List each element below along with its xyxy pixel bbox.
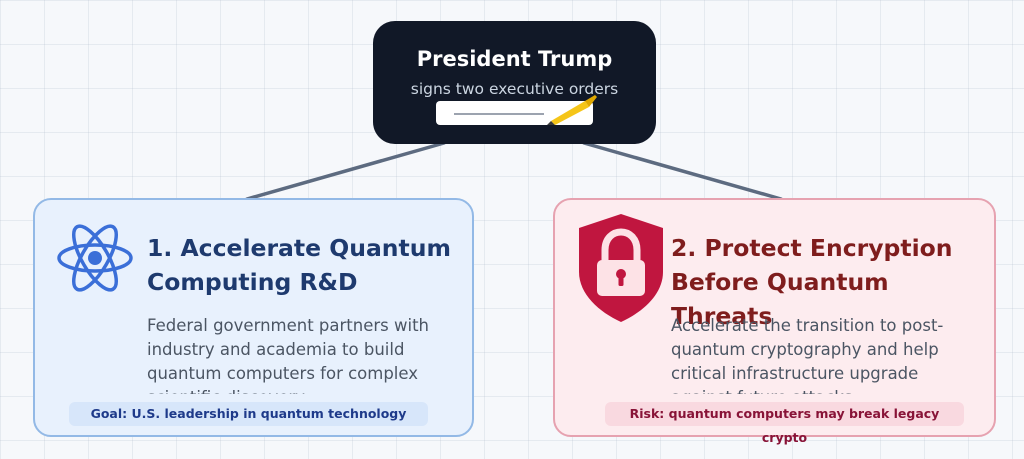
card-description: Accelerate the transition to post-quantu… — [671, 316, 944, 394]
card-quantum-rd: 1. Accelerate Quantum Computing R&D Fede… — [33, 198, 474, 437]
card-title: 1. Accelerate Quantum Computing R&D — [147, 234, 451, 296]
pen-icon — [547, 95, 597, 125]
goal-badge: Goal: U.S. leadership in quantum technol… — [69, 402, 428, 426]
connector-left — [245, 141, 446, 201]
signature-line — [454, 113, 544, 115]
card-description: Federal government partners with industr… — [147, 316, 429, 394]
top-node-title: President Trump — [416, 47, 613, 71]
connector-right — [582, 141, 783, 201]
card-title: 2. Protect Encryption Before Quantum Thr… — [671, 234, 953, 330]
risk-badge: Risk: quantum computers may break legacy… — [605, 402, 964, 445]
shield-lock-icon — [579, 214, 663, 322]
atom-icon — [57, 224, 133, 292]
card-protect-encryption: 2. Protect Encryption Before Quantum Thr… — [553, 198, 996, 445]
top-node-subtitle: signs two executive orders — [410, 80, 619, 98]
top-node: President Trump signs two executive orde… — [373, 21, 656, 144]
